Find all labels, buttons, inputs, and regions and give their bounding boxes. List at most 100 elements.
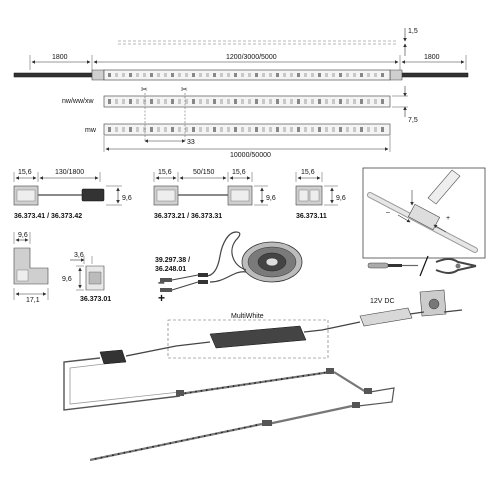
cutting-detail: – + xyxy=(362,167,486,259)
led-chip xyxy=(304,73,307,77)
thickness-label: 1,5 xyxy=(408,28,418,35)
led-chip xyxy=(270,379,272,382)
psu-label: 12V DC xyxy=(370,298,395,305)
led-chip xyxy=(108,73,111,77)
clip-part-number: 36.373.01 xyxy=(80,296,111,303)
led-chip xyxy=(122,127,125,132)
led-chip xyxy=(143,73,146,77)
led-chip xyxy=(262,127,265,132)
reel-plus: + xyxy=(158,291,165,305)
led-chip xyxy=(152,445,154,448)
led-chip xyxy=(185,99,188,104)
led-chip xyxy=(234,127,237,132)
led-chip xyxy=(283,127,286,132)
led-chip xyxy=(112,454,114,457)
strip-width: 7,5 xyxy=(408,117,418,124)
led-chip xyxy=(143,127,146,132)
led-chip xyxy=(226,430,229,433)
led-chip xyxy=(381,99,384,104)
led-chip xyxy=(264,380,267,383)
led-chip xyxy=(290,127,293,132)
led-chip xyxy=(178,99,181,104)
connector-straight: 15,6 9,6 36.373.11 xyxy=(295,169,346,220)
led-chip xyxy=(286,377,289,380)
led-chip xyxy=(220,73,223,77)
led-chip xyxy=(311,73,314,77)
led-chip xyxy=(381,73,384,77)
cut-plus: + xyxy=(446,215,450,222)
led-chip xyxy=(206,73,209,77)
led-chip xyxy=(108,99,111,104)
led-chip xyxy=(220,99,223,104)
power-supply xyxy=(359,307,413,327)
led-chip xyxy=(232,385,235,388)
led-chip xyxy=(346,73,349,77)
led-chip xyxy=(283,73,286,77)
led-chip xyxy=(374,73,377,77)
led-chip xyxy=(195,390,197,393)
led-chip xyxy=(243,383,246,386)
led-chip xyxy=(255,73,258,77)
led-chip xyxy=(171,99,174,104)
led-chip xyxy=(360,73,363,77)
corner-connector: 9,6 17,1 xyxy=(13,232,49,304)
led-chip xyxy=(215,432,218,435)
clip-height: 9,6 xyxy=(62,276,72,283)
led-chip xyxy=(318,127,321,132)
led-chip xyxy=(115,73,118,77)
led-chip xyxy=(297,99,300,104)
led-chip xyxy=(339,127,342,132)
led-chip xyxy=(213,99,216,104)
led-chip xyxy=(200,389,203,392)
pliers-icon xyxy=(435,258,477,274)
led-chip xyxy=(184,392,187,395)
led-chip xyxy=(150,99,153,104)
led-chip xyxy=(115,99,118,104)
led-chip xyxy=(216,387,219,390)
led-chip xyxy=(332,99,335,104)
led-chip xyxy=(199,99,202,104)
connector2-mid: 50/150 xyxy=(193,169,215,176)
connector3-part-number: 36.373.11 xyxy=(296,213,327,220)
mounting-clip: 3,6 9,6 36.373.01 xyxy=(62,252,111,303)
led-chip xyxy=(234,73,237,77)
led-chip xyxy=(199,73,202,77)
connector2-part-number: 36.373.21 / 36.373.31 xyxy=(154,213,222,220)
led-chip xyxy=(290,73,293,77)
led-chip xyxy=(248,382,251,385)
led-chip xyxy=(157,444,160,447)
led-chip xyxy=(318,73,321,77)
led-chip xyxy=(136,127,139,132)
led-chip xyxy=(332,73,335,77)
led-chip xyxy=(255,127,258,132)
connector2-width-left: 15,6 xyxy=(158,169,172,176)
led-chip xyxy=(192,73,195,77)
led-chip xyxy=(374,127,377,132)
led-chip xyxy=(129,450,132,453)
led-chip xyxy=(164,127,167,132)
led-chip xyxy=(318,372,321,375)
remote-receiver xyxy=(99,349,127,365)
led-chip xyxy=(122,99,125,104)
led-chip xyxy=(136,73,139,77)
led-chip xyxy=(180,439,183,442)
led-chip xyxy=(129,127,132,132)
led-chip xyxy=(178,127,181,132)
led-chip xyxy=(276,99,279,104)
led-chip xyxy=(262,73,265,77)
led-chip xyxy=(381,127,384,132)
right-lead-length: 1800 xyxy=(424,54,440,61)
led-chip xyxy=(192,127,195,132)
led-chip xyxy=(157,127,160,132)
led-chip xyxy=(164,99,167,104)
led-chip xyxy=(367,99,370,104)
led-chip xyxy=(353,99,356,104)
led-chip xyxy=(123,451,126,454)
led-chip xyxy=(106,455,109,458)
led-chip xyxy=(318,99,321,104)
led-chip xyxy=(346,99,349,104)
led-chip xyxy=(325,73,328,77)
led-chip xyxy=(164,73,167,77)
